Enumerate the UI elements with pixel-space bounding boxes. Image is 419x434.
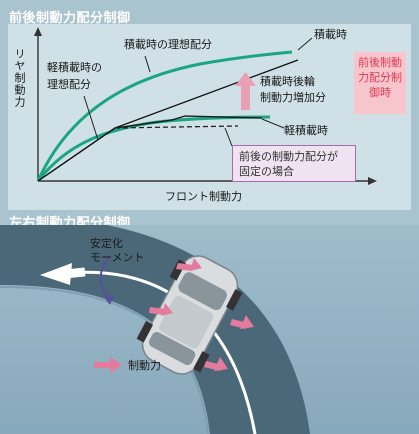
road — [0, 225, 310, 434]
leader-fixed — [224, 127, 233, 147]
brake-arrow-1-head — [190, 258, 202, 271]
label-light-ideal: 軽積載時の 理想配分 — [47, 61, 102, 91]
line-fixed-distribution — [114, 125, 239, 129]
legend-arrow-shaft — [94, 362, 112, 368]
brake-arrow-2-head — [161, 303, 173, 316]
car — [136, 255, 243, 375]
trajectory-arrow-shaft — [54, 267, 86, 280]
leader-loaded — [297, 37, 313, 51]
wheel-rr — [193, 351, 210, 373]
y-axis-label: リヤ制動力 — [13, 48, 26, 108]
line-light-control — [37, 115, 263, 182]
brake-arrows — [149, 258, 254, 371]
legend-arrow-head — [110, 357, 122, 373]
leader-loaded-ideal — [144, 55, 151, 73]
leader-light — [261, 118, 285, 129]
box-control: 前後制動 力配分制 御時 — [354, 52, 406, 114]
brake-arrow-2 — [149, 307, 166, 315]
label-light: 軽積載時 — [284, 124, 328, 137]
curve-loaded-ideal — [36, 50, 293, 182]
x-axis-arrow — [368, 177, 377, 185]
y-axis-arrow — [34, 27, 42, 36]
brake-arrow-4-head — [214, 357, 228, 371]
legend-label-brake: 制動力 — [128, 359, 161, 372]
section-title-front-rear: 前後制動力配分制御 — [9, 11, 131, 26]
label-loaded: 積載時 — [314, 28, 347, 41]
car-roof — [159, 295, 214, 349]
increase-arrow-shaft — [241, 84, 250, 110]
moment-arc-head — [104, 295, 114, 305]
label-loaded-ideal: 積載時の理想配分 — [124, 38, 212, 51]
wheel-rl — [136, 321, 154, 343]
label-increase: 積載時後輪 制動力増加分 — [260, 75, 326, 104]
car-windshield — [178, 272, 227, 311]
x-axis-label: フロント制動力 — [165, 190, 242, 203]
brake-arrow-1 — [176, 263, 194, 271]
increase-arrow-head — [235, 72, 256, 86]
brake-distribution-diagram — [34, 27, 377, 185]
label-moment: 安定化 モーメント — [90, 237, 145, 264]
moment-arc — [99, 256, 111, 298]
leader-light-ideal — [83, 95, 99, 141]
box-fixed: 前後の制動力配分が 固定の場合 — [232, 145, 356, 182]
brake-arrow-3-head — [240, 315, 254, 329]
car-rear-window — [148, 331, 196, 366]
left-right-diagram — [0, 225, 419, 434]
wheel-fr — [225, 289, 243, 311]
